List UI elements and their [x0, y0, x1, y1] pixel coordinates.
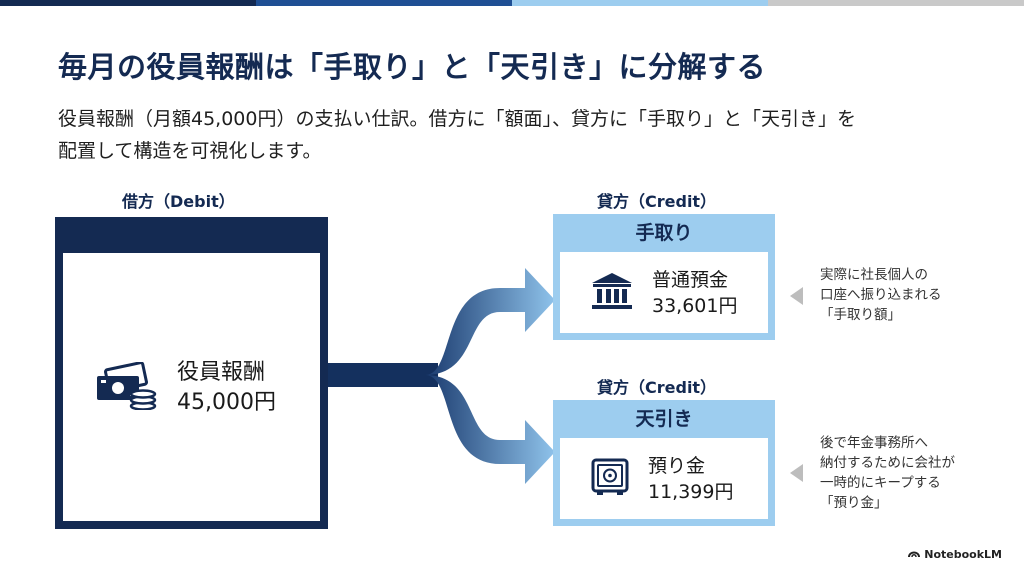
flow-stem: [328, 363, 438, 387]
note-1: 実際に社長個人の 口座へ振り込まれる 「手取り額」: [820, 265, 942, 325]
brand-watermark: NotebookLM: [908, 548, 1002, 561]
credit-amount-2: 11,399円: [648, 480, 734, 503]
debit-inner: 役員報酬 45,000円: [63, 253, 320, 521]
page-title: 毎月の役員報酬は「手取り」と「天引き」に分解する: [58, 50, 767, 84]
note-2-line-1: 後で年金事務所へ: [820, 435, 928, 451]
debit-content: 役員報酬 45,000円: [93, 358, 276, 418]
notebooklm-logo-icon: [908, 548, 921, 561]
credit-account-1: 普通預金: [652, 268, 729, 291]
credit-text-1: 普通預金 33,601円: [652, 267, 737, 319]
brand-text: NotebookLM: [924, 548, 1002, 561]
note-1-line-2: 口座へ振り込まれる: [820, 287, 942, 303]
credit-box-1: 手取り 普通預金 33,601円: [553, 214, 775, 340]
note-1-line-1: 実際に社長個人の: [820, 267, 928, 283]
safe-icon: [590, 457, 630, 501]
top-bar-gray: [768, 0, 1024, 6]
flow-arrow-bottom: [425, 375, 555, 484]
subtitle-line-2: 配置して構造を可視化します。: [58, 140, 322, 162]
subtitle-line-1: 役員報酬（月額45,000円）の支払い仕訳。借方に「額面」、貸方に「手取り」と「…: [58, 108, 856, 130]
top-bar-light: [512, 0, 768, 6]
note-2-line-4: 「預り金」: [820, 495, 888, 511]
credit-inner-1: 普通預金 33,601円: [560, 252, 768, 333]
bank-icon: [590, 271, 634, 315]
flow-arrow-top: [425, 268, 555, 375]
note-2-line-3: 一時的にキープする: [820, 475, 941, 491]
credit-text-2: 預り金 11,399円: [648, 453, 733, 505]
note-2-line-2: 納付するために会社が: [820, 455, 955, 471]
debit-account: 役員報酬: [177, 360, 266, 385]
top-bar-navy: [0, 0, 256, 6]
debit-text: 役員報酬 45,000円: [177, 358, 276, 418]
note-pointer-2: [790, 464, 803, 482]
debit-box: 役員報酬 45,000円: [55, 217, 328, 529]
credit-header-2: 天引き: [635, 408, 693, 430]
credit-amount-1: 33,601円: [652, 294, 738, 317]
credit-label-1: 貸方（Credit）: [597, 192, 717, 211]
credit-box-2: 天引き 預り金 11,399円: [553, 400, 775, 526]
credit-label-2: 貸方（Credit）: [597, 378, 717, 397]
debit-label: 借方（Debit）: [122, 192, 235, 211]
credit-account-2: 預り金: [648, 454, 706, 477]
debit-amount: 45,000円: [177, 390, 276, 415]
page-subtitle: 役員報酬（月額45,000円）の支払い仕訳。借方に「額面」、貸方に「手取り」と「…: [58, 103, 978, 167]
note-pointer-1: [790, 287, 803, 305]
note-1-line-3: 「手取り額」: [820, 307, 901, 323]
top-bar-blue: [256, 0, 512, 6]
credit-header-1: 手取り: [635, 222, 693, 244]
money-icon: [93, 361, 159, 414]
credit-inner-2: 預り金 11,399円: [560, 438, 768, 519]
note-2: 後で年金事務所へ 納付するために会社が 一時的にキープする 「預り金」: [820, 433, 955, 513]
